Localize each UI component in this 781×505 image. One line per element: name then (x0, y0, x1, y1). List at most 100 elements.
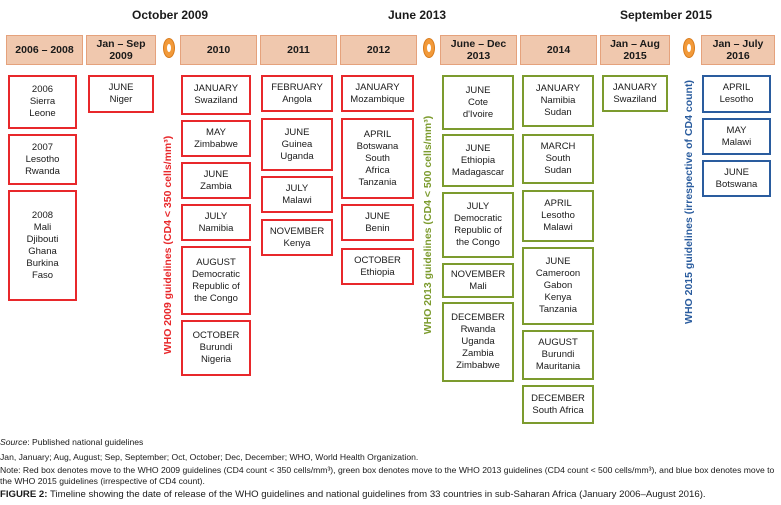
figure-caption: FIGURE 2: Timeline showing the date of r… (0, 489, 706, 500)
box-date: AUGUST (538, 337, 578, 348)
milestone-june-2013: June 2013 (388, 8, 447, 22)
box-country: Democratic (191, 268, 241, 280)
source-label: Source (0, 437, 28, 447)
milestone-ring-icon (163, 38, 175, 58)
source-line: Source: Published national guidelines (0, 437, 143, 448)
box-country: Zimbabwe (194, 138, 238, 150)
box-country: Madagascar (451, 166, 505, 178)
period-header: 2012 (340, 35, 417, 65)
box-country: Burundi (199, 342, 233, 353)
box-date: JUNE (724, 166, 749, 178)
box-date: OCTOBER (354, 254, 401, 266)
period-header: Jan – Aug 2015 (600, 35, 670, 65)
box-country: Malawi (543, 222, 573, 233)
box-country: Gabon (543, 280, 573, 291)
box-country: Tanzania (538, 304, 578, 315)
box-date: JUNE (284, 126, 310, 138)
box-date: APRIL (363, 128, 392, 140)
box-date: MAY (726, 124, 747, 136)
period-header: Jan – July 2016 (701, 35, 775, 65)
box-date: AUGUST (196, 256, 236, 268)
box-country: d'Ivoire (462, 108, 494, 120)
milestone-october-2009: October 2009 (132, 8, 209, 22)
box-date: 2008 (31, 209, 54, 221)
box-country: Botswana (356, 140, 399, 152)
box-country: Leone (29, 108, 56, 119)
box-country: Niger (109, 94, 133, 105)
box-date: OCTOBER (192, 330, 240, 341)
abbreviations: Jan, January; Aug, August; Sep, Septembe… (0, 452, 419, 462)
box-country: Ghana (28, 245, 57, 257)
box-date: NOVEMBER (450, 268, 506, 280)
box-date: NOVEMBER (269, 225, 325, 237)
box-date: DECEMBER (451, 312, 505, 323)
box-country: Republic of (454, 225, 502, 236)
box-date: JANUARY (193, 83, 239, 94)
milestone-ring-icon (683, 38, 695, 58)
box-country: Swaziland (194, 95, 238, 106)
guideline-label-2013: WHO 2013 guidelines (CD4 < 500 cells/mm³… (422, 115, 434, 335)
box-country: Namibia (540, 95, 576, 106)
box-date: DECEMBER (531, 392, 585, 404)
box-date: 2007 (31, 141, 54, 153)
box-date: MARCH (540, 141, 576, 152)
box-country: Namibia (198, 222, 234, 234)
box-country: Burundi (541, 349, 575, 360)
box-country: Zambia (200, 180, 232, 192)
period-header: 2014 (520, 35, 597, 65)
box-country: Benin (365, 222, 390, 234)
box-country: Democratic (453, 213, 503, 224)
guideline-label-2009: WHO 2009 guidelines (CD4 < 350 cells/mm³… (162, 135, 174, 355)
box-country: the Congo (194, 292, 238, 304)
period-header: Jan – Sep 2009 (86, 35, 156, 65)
box-date: JULY (204, 210, 228, 222)
box-country: South (545, 153, 571, 164)
box-date: JULY (466, 201, 490, 212)
box-country: Rwanda (25, 165, 60, 177)
box-date: JUNE (108, 82, 134, 93)
box-country: Republic of (192, 280, 240, 292)
box-country: Uganda (461, 336, 495, 347)
period-header: June – Dec 2013 (440, 35, 517, 65)
period-header: 2006 – 2008 (6, 35, 83, 65)
box-country: Djibouti (26, 233, 59, 245)
box-date: 2006 (31, 84, 54, 95)
box-country: Cote (467, 96, 489, 108)
box-date: FEBRUARY (271, 81, 323, 93)
box-date: APRIL (544, 198, 572, 209)
box-country: Malawi (282, 194, 312, 206)
figure-label: FIGURE 2: (0, 489, 48, 500)
box-country: Mozambique (350, 93, 405, 105)
box-date: JANUARY (535, 83, 581, 94)
box-country: Guinea (281, 138, 313, 150)
box-date: JANUARY (355, 81, 400, 93)
box-country: Swaziland (613, 93, 657, 105)
box-country: Kenya (544, 292, 572, 303)
box-country: Ethiopia (460, 154, 496, 166)
box-country: Mali (33, 221, 52, 233)
box-country: Lesotho (719, 94, 754, 105)
box-country: Zimbabwe (456, 360, 500, 371)
box-country: Zambia (462, 348, 494, 359)
box-country: Uganda (280, 150, 314, 162)
